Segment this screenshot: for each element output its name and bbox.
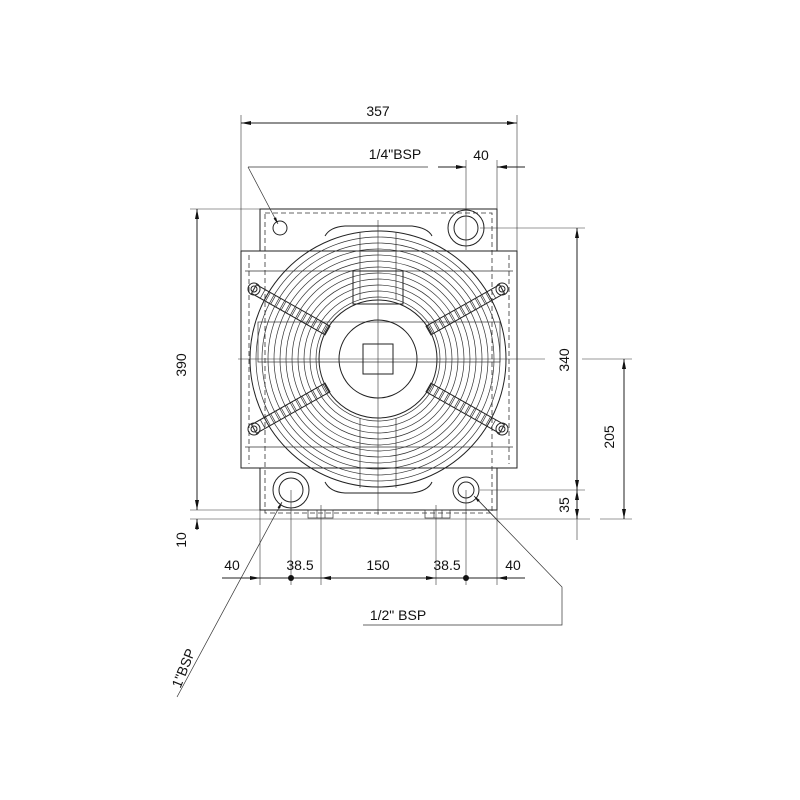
mounting-bolt [247, 282, 261, 296]
mounting-feet [307, 509, 451, 519]
dim-top-port-offset: 40 [473, 147, 489, 163]
dim-bottom-left-38-5: 38.5 [286, 557, 313, 573]
vent-port [272, 220, 288, 236]
dim-foot-height: 10 [173, 532, 189, 548]
mounting-bolt [247, 422, 261, 436]
callout-main-port: 1"BSP [168, 646, 198, 690]
callout-drain-port: 1/2" BSP [370, 607, 426, 623]
dimension-lines [176, 115, 632, 698]
dim-overall-width: 357 [366, 103, 390, 119]
center-lines [238, 220, 545, 515]
mounting-bolt [250, 425, 258, 433]
dim-port-centers: 340 [556, 348, 572, 372]
dim-dot-right [463, 575, 469, 581]
dim-bottom-right-40: 40 [505, 557, 521, 573]
guard-strut [250, 382, 331, 435]
dim-center-height: 205 [601, 425, 617, 449]
dim-overall-height: 390 [173, 353, 189, 377]
bottom-tank [259, 467, 498, 511]
dim-bottom-port-height: 35 [556, 497, 572, 513]
dim-bottom-150: 150 [366, 557, 390, 573]
guard-strut [425, 382, 506, 435]
callout-vent-port: 1/4"BSP [369, 146, 421, 162]
mounting-bolt [495, 422, 509, 436]
mounting-bolt [250, 285, 258, 293]
mounting-bolt [498, 285, 506, 293]
dim-bottom-left-40: 40 [224, 557, 240, 573]
top-tank [259, 208, 498, 252]
guard-strut [250, 283, 331, 336]
dim-bottom-right-38-5: 38.5 [433, 557, 460, 573]
guard-strut [425, 283, 506, 336]
mounting-bolt [495, 282, 509, 296]
mounting-bolt [498, 425, 506, 433]
dim-dot-left [288, 575, 294, 581]
